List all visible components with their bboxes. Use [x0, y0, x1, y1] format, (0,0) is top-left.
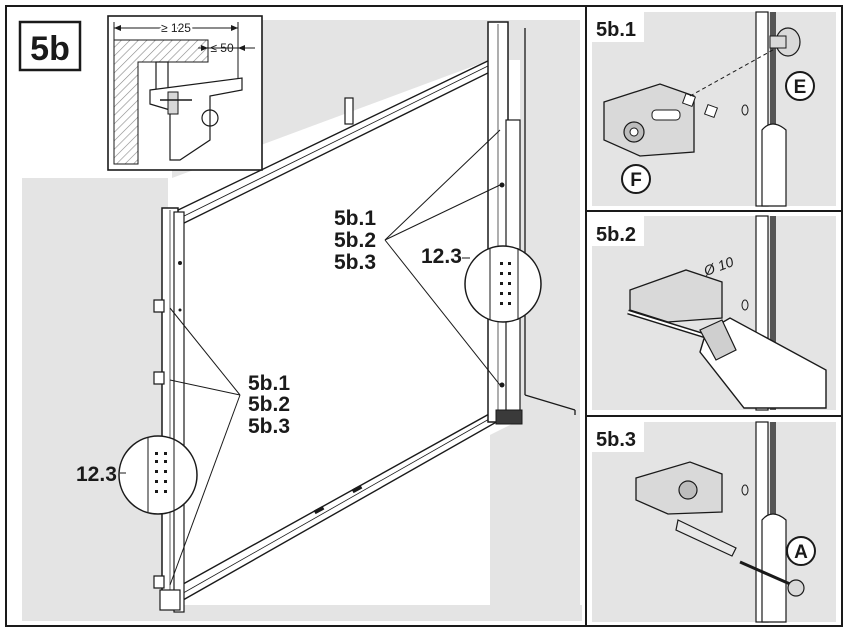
part-label-F: F — [630, 170, 642, 191]
callout-right-1: 5b.1 — [334, 207, 376, 230]
panel-5b3: 5b.3 A — [592, 421, 836, 623]
detail-ref-right: 12.3 — [421, 245, 462, 268]
main-illustration: 5b.1 5b.2 5b.3 5b.1 5b.2 5b.3 12.3 12.3 — [22, 20, 582, 621]
panel-5b3-title: 5b.3 — [596, 429, 636, 451]
panel-5b2: 5b.2 Ø 10 — [592, 215, 836, 411]
part-label-E: E — [794, 77, 807, 98]
step-badge: 5b — [18, 20, 82, 72]
detail-circle-left — [118, 435, 198, 515]
callout-right-3: 5b.3 — [334, 251, 376, 274]
step-badge-text: 5b — [30, 30, 70, 68]
callout-left-3: 5b.3 — [248, 415, 290, 438]
callout-right-2: 5b.2 — [334, 229, 376, 252]
callout-left-2: 5b.2 — [248, 393, 290, 416]
panel-5b1: 5b.1 E F — [592, 11, 836, 207]
dim-min-label: ≥ 125 — [161, 21, 191, 35]
inset-detail: ≥ 125 ≤ 50 — [107, 15, 263, 171]
panel-5b1-title: 5b.1 — [596, 19, 636, 41]
part-label-A: A — [794, 542, 808, 563]
detail-ref-left: 12.3 — [76, 463, 117, 486]
panel-5b2-title: 5b.2 — [596, 224, 636, 246]
dim-max-label: ≤ 50 — [210, 41, 234, 55]
callout-left-1: 5b.1 — [248, 372, 290, 395]
